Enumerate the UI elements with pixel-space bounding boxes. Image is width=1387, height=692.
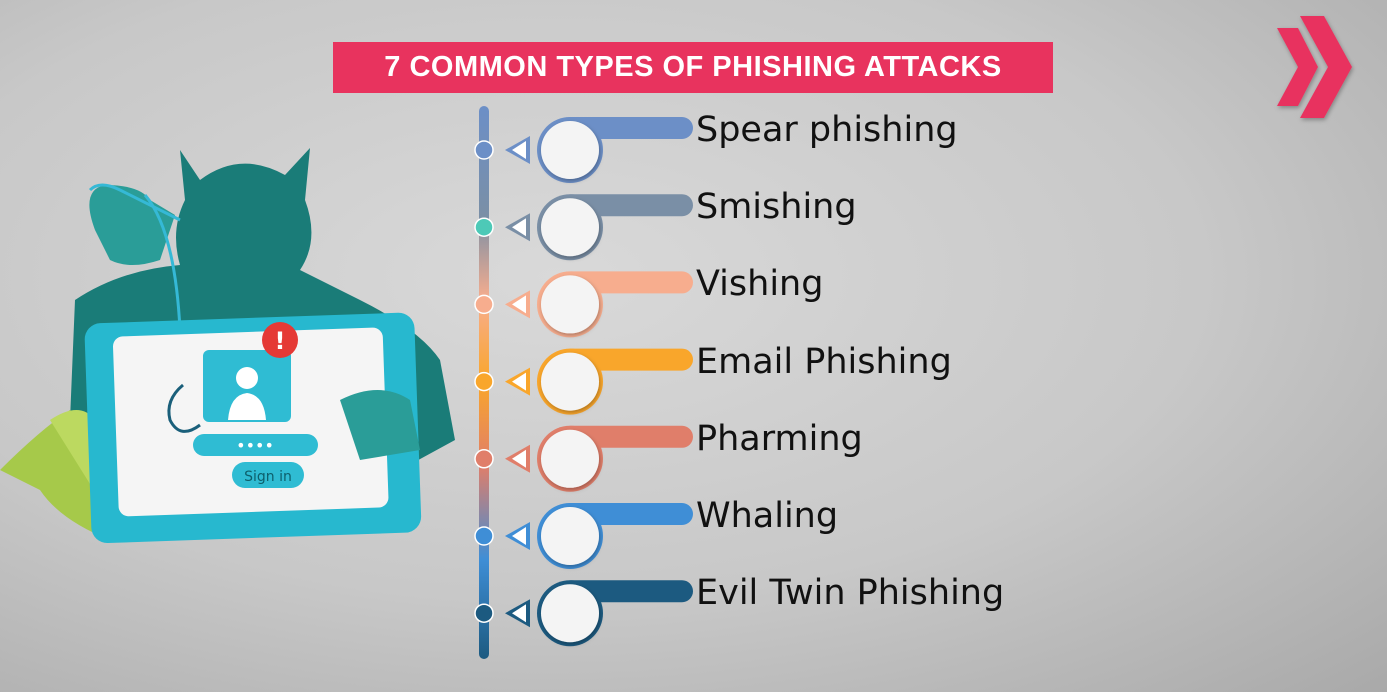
item-label: Smishing (696, 187, 857, 228)
item-circle (541, 584, 599, 643)
timeline-dot (474, 294, 494, 315)
timeline-dot (474, 526, 494, 546)
timeline-item (474, 271, 693, 338)
item-label: Spear phishing (696, 110, 958, 150)
item-label: Email Phishing (696, 341, 952, 382)
timeline-dot (474, 603, 494, 623)
item-label: Pharming (696, 418, 863, 459)
page-title: 7 COMMON TYPES OF PHISHING ATTACKS (333, 42, 1053, 93)
timeline-dot (474, 371, 494, 392)
sign-in-label: Sign in (244, 469, 292, 485)
double-chevron-right-icon (1277, 16, 1352, 118)
timeline-dot (474, 217, 494, 237)
hacker-illustration: ! •••• Sign in (0, 148, 455, 544)
timeline-item (474, 348, 693, 415)
timeline-item (474, 580, 693, 647)
item-label: Vishing (696, 264, 824, 305)
alert-icon: ! (275, 327, 286, 355)
timeline-dot (474, 140, 494, 160)
timeline-dot (474, 449, 494, 469)
item-circle (541, 198, 599, 257)
triangle-icon (512, 372, 526, 391)
item-label: Evil Twin Phishing (696, 573, 1005, 614)
triangle-icon (512, 449, 526, 468)
item-circle (541, 352, 599, 411)
item-circle (541, 507, 599, 565)
password-mask: •••• (236, 436, 274, 455)
timeline-item (474, 425, 693, 492)
triangle-icon (512, 141, 526, 159)
triangle-icon (512, 604, 526, 623)
item-circle (541, 275, 599, 334)
timeline-item (474, 117, 693, 183)
item-circle (541, 121, 599, 179)
item-circle (541, 429, 599, 488)
triangle-icon (512, 527, 526, 545)
triangle-icon (512, 218, 526, 237)
item-label: Whaling (696, 496, 839, 536)
timeline-item (474, 194, 693, 261)
timeline-item (474, 503, 693, 569)
triangle-icon (512, 295, 526, 314)
